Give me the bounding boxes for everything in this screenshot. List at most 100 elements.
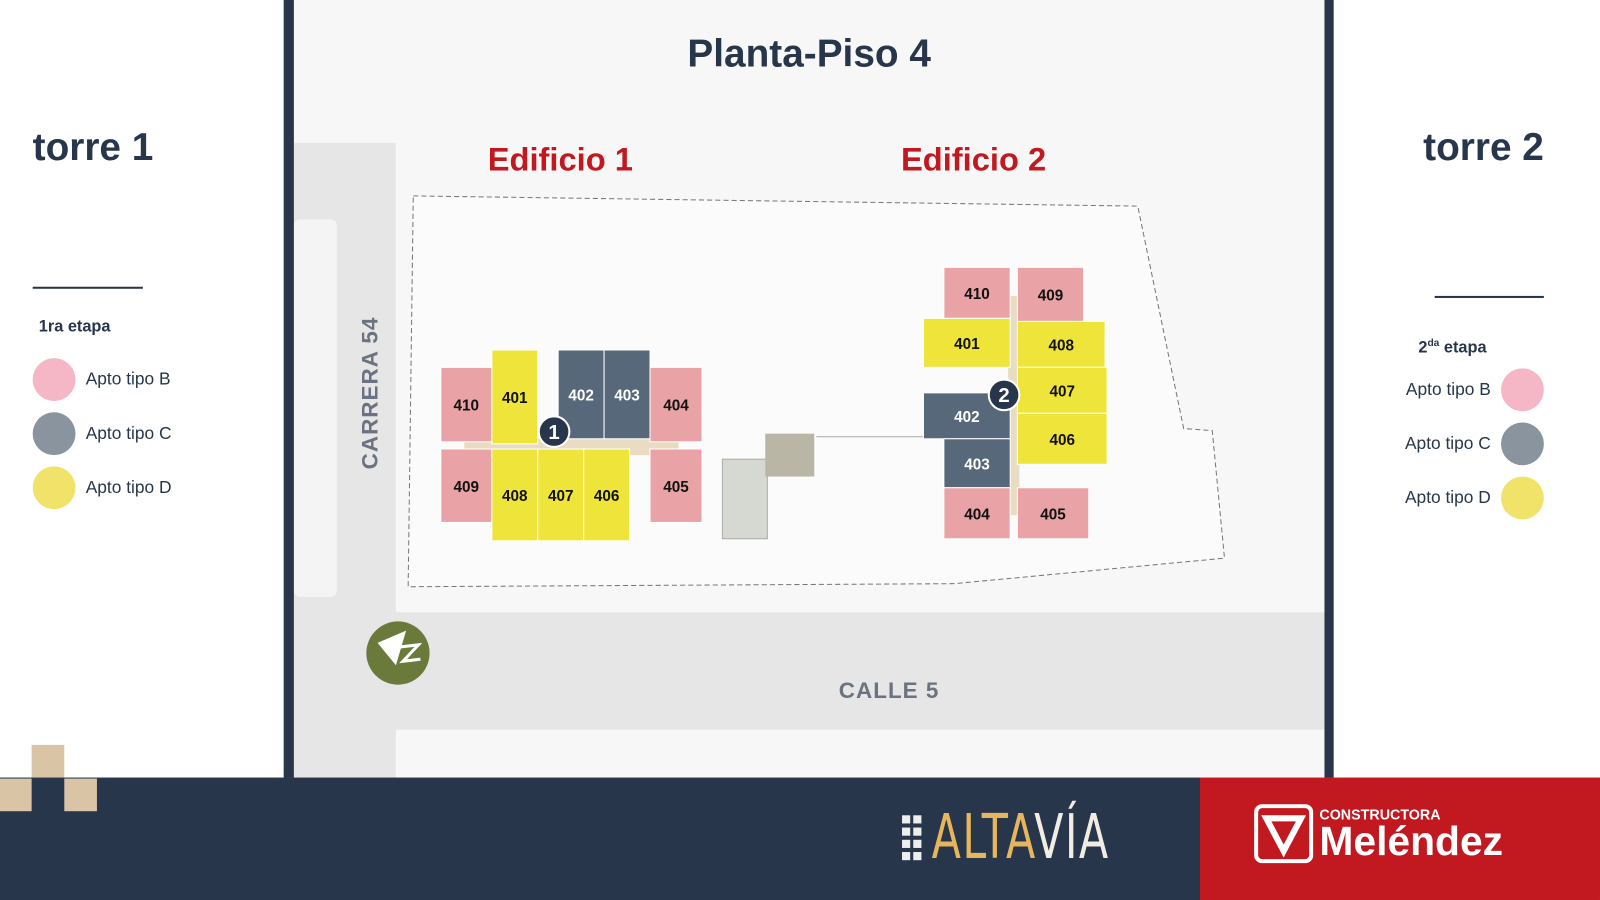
unit-shape (1016, 412, 1108, 465)
unit-number: 404 (964, 506, 990, 523)
unit-shape (491, 349, 539, 445)
unit-409[interactable]: 409 (440, 448, 493, 523)
legend-item-c: Apto tipo C (1405, 416, 1544, 470)
unit-410[interactable]: 410 (440, 366, 493, 443)
decor-square (64, 778, 97, 812)
legend-label: Apto tipo C (85, 422, 172, 443)
brand-alta: ALTA (931, 802, 1035, 874)
swatch-d (1501, 476, 1544, 519)
street-carrera-label: CARRERA 54 (358, 317, 383, 470)
swatch-c (1501, 421, 1544, 465)
footer-navy (0, 777, 1200, 900)
unit-number: 407 (548, 488, 574, 505)
unit-shape (440, 366, 493, 443)
legend-left: Apto tipo B Apto tipo C Apto tipo D (32, 352, 172, 514)
unit-number: 408 (502, 488, 528, 505)
unit-shape (943, 438, 1011, 489)
compass-icon (366, 621, 430, 685)
building-marker: 2 (987, 378, 1021, 412)
etapa-label: 1ra etapa (38, 318, 111, 336)
unit-number: 405 (1040, 506, 1066, 523)
unit-number: 410 (454, 398, 480, 415)
road-calle (293, 612, 1325, 730)
unit-407[interactable]: 407 (1016, 366, 1108, 414)
etapa-word: etapa (1443, 339, 1487, 357)
legend-item-b: Apto tipo B (1405, 362, 1544, 416)
decor-square (0, 778, 32, 812)
unit-404[interactable]: 404 (943, 487, 1011, 540)
street-calle-label: CALLE 5 (839, 678, 940, 703)
page-title: Planta-Piso 4 (687, 32, 931, 76)
unit-shape (943, 266, 1011, 319)
unit-403[interactable]: 403 (943, 438, 1011, 489)
parking-structure (721, 458, 768, 540)
legend-label: Apto tipo B (1405, 379, 1491, 399)
legend-item-b: Apto tipo B (32, 352, 172, 406)
unit-number: 401 (954, 336, 980, 353)
unit-number: 403 (964, 456, 990, 473)
unit-408[interactable]: 408 (1016, 320, 1106, 368)
marker-number: 1 (548, 422, 559, 444)
unit-number: 406 (594, 488, 620, 505)
unit-number: 402 (568, 388, 594, 405)
legend-item-d: Apto tipo D (1405, 470, 1544, 524)
unit-number: 404 (663, 398, 689, 415)
edificio-2-label: Edificio 2 (901, 140, 1047, 178)
unit-shape (440, 448, 493, 523)
building-marker: 1 (537, 415, 571, 448)
unit-406[interactable]: 406 (583, 448, 631, 542)
legend-label: Apto tipo D (85, 477, 172, 497)
legend-label: Apto tipo C (1404, 433, 1491, 453)
etapa-number: 2 (1418, 339, 1428, 357)
unit-410[interactable]: 410 (943, 266, 1011, 319)
etapa-label: 2da etapa (1418, 338, 1486, 358)
building-1: 410 401 402 403 404 409 408 407 406 405 1 (440, 349, 703, 542)
unit-number: 402 (954, 409, 980, 426)
unit-408[interactable]: 408 (491, 448, 539, 542)
swatch-b (32, 357, 76, 401)
unit-shape (649, 366, 703, 443)
unit-407[interactable]: 407 (537, 448, 585, 542)
unit-number: 405 (663, 479, 689, 496)
unit-405[interactable]: 405 (649, 448, 703, 523)
legend-label: Apto tipo D (1404, 487, 1491, 507)
decor-square (31, 744, 65, 779)
unit-401[interactable]: 401 (491, 349, 539, 445)
altavia-logo-text: ALTAVÍA (932, 802, 1110, 873)
legend-divider (1434, 295, 1544, 298)
brand-constructora: CONSTRUCTORA (1319, 806, 1441, 823)
unit-shape (649, 448, 703, 523)
unit-shape (537, 448, 585, 542)
unit-number: 407 (1049, 383, 1075, 400)
unit-number: 406 (1049, 432, 1075, 449)
unit-shape (943, 487, 1011, 540)
footer-red (1199, 777, 1600, 900)
unit-number: 408 (1048, 338, 1074, 355)
edificio-1-label: Edificio 1 (487, 140, 633, 178)
unit-shape (1016, 320, 1106, 368)
unit-401[interactable]: 401 (922, 317, 1011, 368)
melendez-logo: CONSTRUCTORA Meléndez (1254, 804, 1504, 865)
unit-404[interactable]: 404 (649, 366, 703, 443)
unit-number: 409 (454, 479, 480, 496)
unit-shape (491, 448, 539, 542)
swatch-d (32, 465, 76, 509)
unit-shape (583, 448, 631, 542)
right-divider (1324, 0, 1334, 778)
legend-item-d: Apto tipo D (32, 460, 172, 514)
access-structure (765, 433, 815, 477)
unit-403[interactable]: 403 (603, 349, 651, 440)
unit-shape (1016, 266, 1085, 322)
unit-409[interactable]: 409 (1016, 266, 1085, 322)
altavia-logo: ALTAVÍA (902, 802, 1186, 873)
legend-divider (32, 286, 143, 289)
brand-melendez: Meléndez (1319, 819, 1504, 865)
legend-right: Apto tipo B Apto tipo C Apto tipo D (1405, 362, 1544, 524)
legend-item-c: Apto tipo C (32, 406, 172, 460)
unit-number: 401 (502, 390, 528, 407)
unit-405[interactable]: 405 (1016, 487, 1090, 540)
unit-406[interactable]: 406 (1016, 412, 1108, 465)
